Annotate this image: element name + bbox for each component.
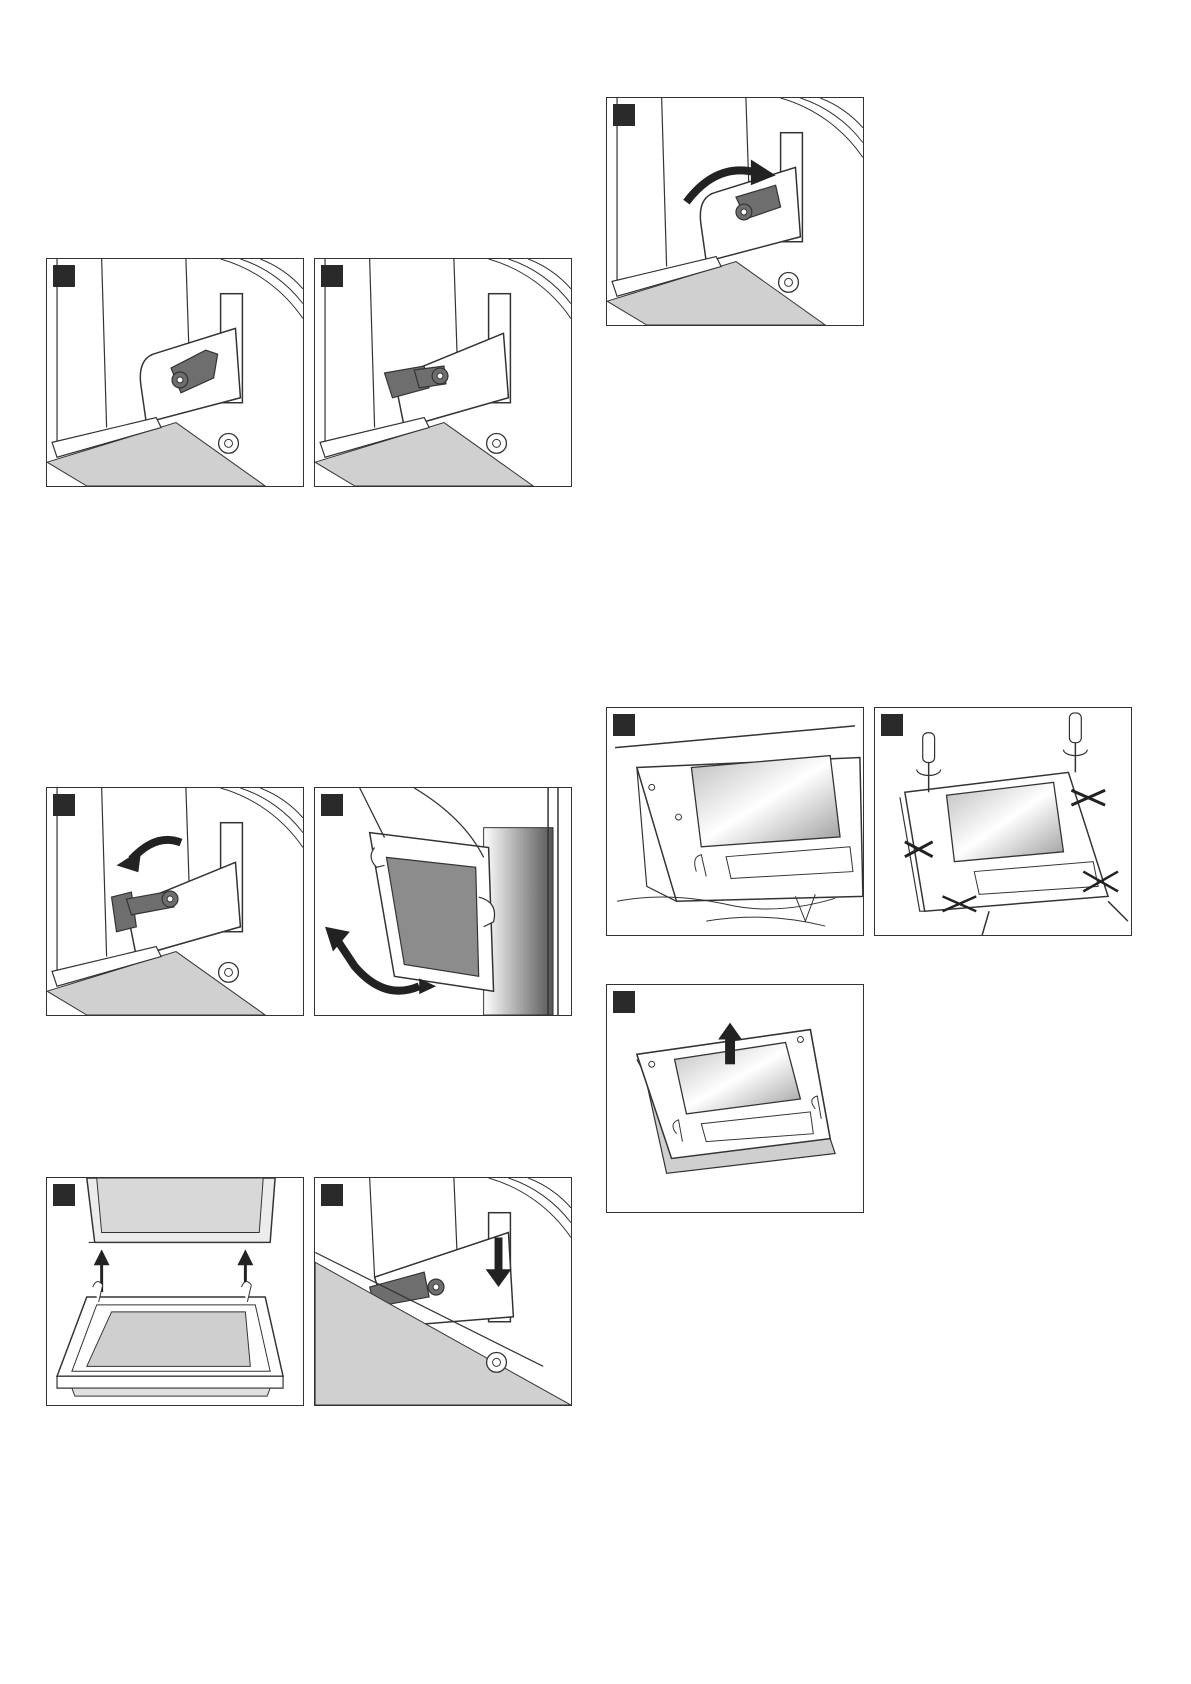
step-badge <box>53 1184 75 1206</box>
step-badge <box>321 794 343 816</box>
door-hinge-insert-illustration <box>47 1178 303 1405</box>
hinge-lever-open-arrow-illustration <box>607 98 863 325</box>
figure-hinge-lever-flipped <box>314 258 572 487</box>
figure-door-panel-screws <box>874 707 1132 936</box>
hinge-lever-flipped-illustration <box>315 259 571 486</box>
step-badge <box>53 794 75 816</box>
hinge-lever-closed-illustration <box>47 259 303 486</box>
door-panel-flat-illustration <box>607 708 863 935</box>
hinge-lever-down-arrow-illustration <box>315 1178 571 1405</box>
figure-door-panel-remove-glass <box>606 984 864 1213</box>
figure-hinge-lever-closed <box>46 258 304 487</box>
step-badge <box>321 265 343 287</box>
step-badge <box>53 265 75 287</box>
step-badge <box>321 1184 343 1206</box>
door-removal-illustration <box>315 788 571 1015</box>
step-badge <box>613 991 635 1013</box>
figure-hinge-lever-folded <box>46 787 304 1016</box>
figure-door-lift-off <box>314 787 572 1016</box>
door-panel-glass-lift-illustration <box>607 985 863 1212</box>
figure-hinge-lever-open <box>606 97 864 326</box>
figure-door-panel-flat <box>606 707 864 936</box>
door-panel-screwdriver-illustration <box>875 708 1131 935</box>
step-badge <box>613 104 635 126</box>
hinge-lever-fold-arrow-illustration <box>47 788 303 1015</box>
step-badge <box>613 714 635 736</box>
step-badge <box>881 714 903 736</box>
figure-hinge-lever-down <box>314 1177 572 1406</box>
figure-door-hinges-insert <box>46 1177 304 1406</box>
